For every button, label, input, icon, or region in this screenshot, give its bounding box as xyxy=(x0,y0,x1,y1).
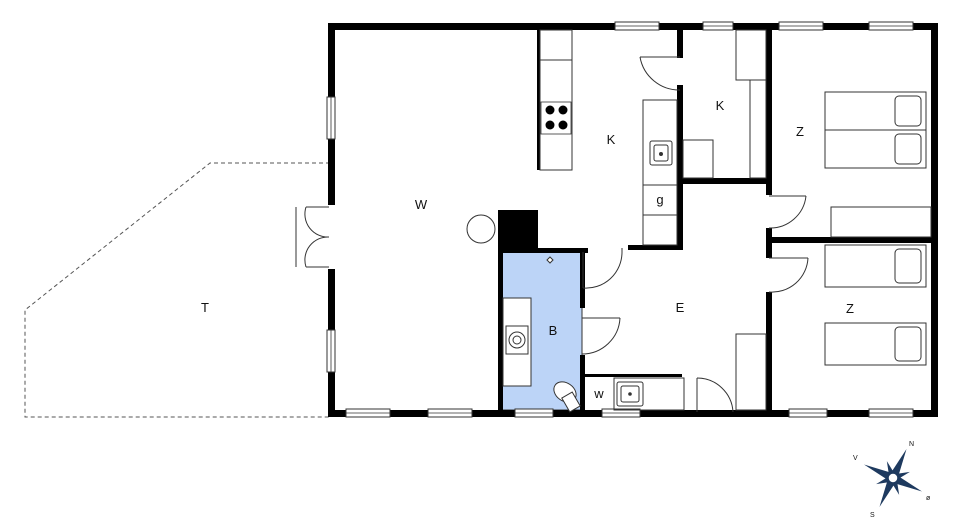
beds-south xyxy=(824,244,927,366)
room-label-bedroom-south: Z xyxy=(846,301,854,316)
room-label-entrance: E xyxy=(676,300,685,315)
beds-north xyxy=(824,91,932,238)
compass-north: N xyxy=(909,441,914,448)
room-label-kitchen: K xyxy=(607,132,616,147)
room-label-bathroom: B xyxy=(549,323,558,338)
hall-cabinet xyxy=(735,333,767,411)
washroom-fixtures xyxy=(613,377,685,411)
bathroom-fixtures xyxy=(502,256,581,413)
kitchen-sink xyxy=(649,140,673,166)
stove xyxy=(540,101,572,135)
room-label-washroom: w xyxy=(593,386,604,401)
outer-walls xyxy=(328,23,938,417)
kitchen-counters xyxy=(539,29,678,246)
compass-west: V xyxy=(853,455,858,462)
utility-cabinets xyxy=(682,29,767,179)
terrace-outline xyxy=(24,162,330,418)
doors xyxy=(581,56,809,413)
room-label-living: W xyxy=(415,197,428,212)
compass-rose xyxy=(863,448,923,508)
stove-round xyxy=(466,214,496,244)
compass-south: S xyxy=(870,512,875,519)
compass-east: ø xyxy=(926,495,931,502)
room-label-bedroom-north: Z xyxy=(796,124,804,139)
terrace-door xyxy=(295,206,330,268)
room-label-terrace: T xyxy=(201,300,209,315)
fridge-label: g xyxy=(656,192,663,207)
room-label-utility: K xyxy=(716,98,725,113)
